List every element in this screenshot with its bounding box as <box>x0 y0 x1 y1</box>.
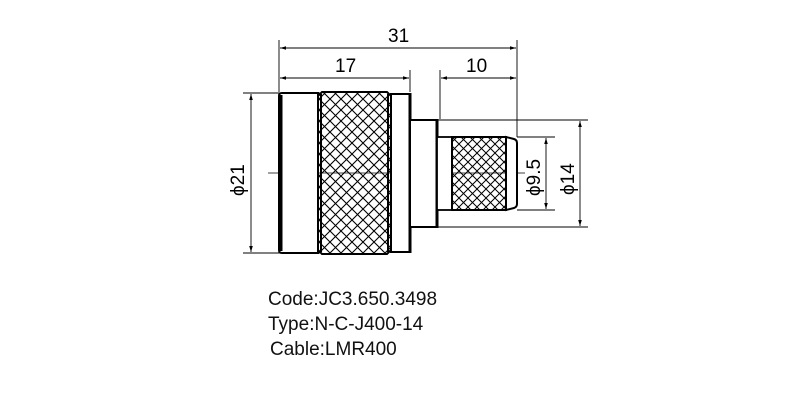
info-cable: Cable:LMR400 <box>270 339 397 360</box>
extension-lines <box>243 40 588 254</box>
front-collar <box>390 93 412 253</box>
dim-17-label: 17 <box>335 56 356 77</box>
step-section <box>409 119 439 228</box>
dim-9-5-label: ϕ9.5 <box>524 159 545 196</box>
info-code: Code:JC3.650.3498 <box>268 289 438 310</box>
rear-knurl <box>451 135 518 212</box>
dim-21-label: ϕ21 <box>228 164 249 196</box>
front-body <box>278 92 319 254</box>
dimension-lines <box>249 46 582 252</box>
dim-14-label: ϕ14 <box>558 163 579 195</box>
info-type: Type:N-C-J400-14 <box>268 314 424 335</box>
front-knurl <box>317 91 392 255</box>
rear-body <box>436 136 453 211</box>
dim-10-label: 10 <box>466 56 487 77</box>
dim-31-label: 31 <box>388 26 409 47</box>
